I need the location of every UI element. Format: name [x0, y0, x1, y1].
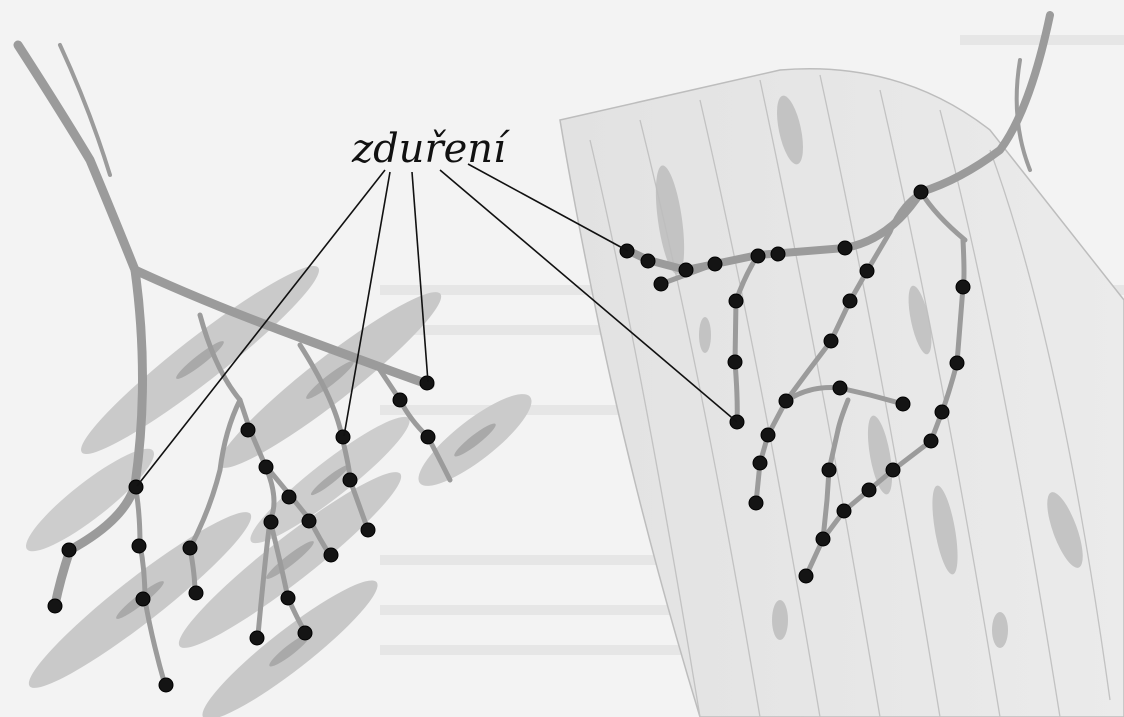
label-varicosity: zduření	[351, 126, 511, 172]
varicosity	[188, 585, 204, 601]
varicosity	[770, 246, 786, 262]
varicosity	[182, 540, 198, 556]
varicosity	[859, 263, 875, 279]
varicosity	[335, 429, 351, 445]
varicosity	[728, 293, 744, 309]
pointer-line	[467, 163, 629, 252]
varicosity	[752, 455, 768, 471]
pointer-line	[136, 169, 386, 487]
smooth-muscle-cell	[418, 394, 532, 486]
nerve-fibers-left	[13, 40, 453, 688]
varicosity	[837, 240, 853, 256]
varicosity	[281, 489, 297, 505]
smooth-muscle-cell	[178, 472, 402, 648]
varicosity	[158, 677, 174, 693]
pointer-line	[439, 169, 738, 423]
label-pointers	[136, 163, 738, 487]
smooth-muscle-cell	[202, 580, 378, 717]
varicosity	[263, 514, 279, 530]
varicosity	[836, 503, 852, 519]
varicosity	[280, 590, 296, 606]
varicosity	[61, 542, 77, 558]
pointer-line	[411, 171, 429, 383]
varicosity	[249, 630, 265, 646]
smooth-muscle-cell	[81, 266, 319, 454]
smooth-muscle-cell	[218, 292, 442, 468]
varicosity	[885, 462, 901, 478]
varicosity	[821, 462, 837, 478]
varicosity	[923, 433, 939, 449]
varicosities-left	[47, 375, 436, 693]
varicosity	[895, 396, 911, 412]
varicosity	[47, 598, 63, 614]
pointer-line	[343, 171, 391, 437]
varicosity	[823, 333, 839, 349]
varicosity	[748, 495, 764, 511]
varicosity	[135, 591, 151, 607]
varicosity	[778, 393, 794, 409]
varicosity	[258, 459, 274, 475]
varicosity	[842, 293, 858, 309]
smooth-muscle-cell	[25, 448, 155, 552]
varicosity	[934, 404, 950, 420]
varicosity	[861, 482, 877, 498]
varicosity	[240, 422, 256, 438]
varicosity	[323, 547, 339, 563]
varicosity	[640, 253, 656, 269]
varicosity	[949, 355, 965, 371]
varicosity	[678, 262, 694, 278]
varicosity	[727, 354, 743, 370]
varicosity	[832, 380, 848, 396]
varicosity	[798, 568, 814, 584]
varicosity	[750, 248, 766, 264]
varicosities-right	[619, 184, 971, 584]
varicosity	[131, 538, 147, 554]
varicosity	[955, 279, 971, 295]
varicosity	[392, 392, 408, 408]
varicosity	[707, 256, 723, 272]
varicosity	[301, 513, 317, 529]
varicosity	[342, 472, 358, 488]
varicosity	[420, 429, 436, 445]
varicosity	[360, 522, 376, 538]
varicosity	[653, 276, 669, 292]
varicosity	[815, 531, 831, 547]
varicosity	[913, 184, 929, 200]
varicosity	[297, 625, 313, 641]
varicosity	[760, 427, 776, 443]
smooth-muscle-cell	[250, 416, 410, 544]
